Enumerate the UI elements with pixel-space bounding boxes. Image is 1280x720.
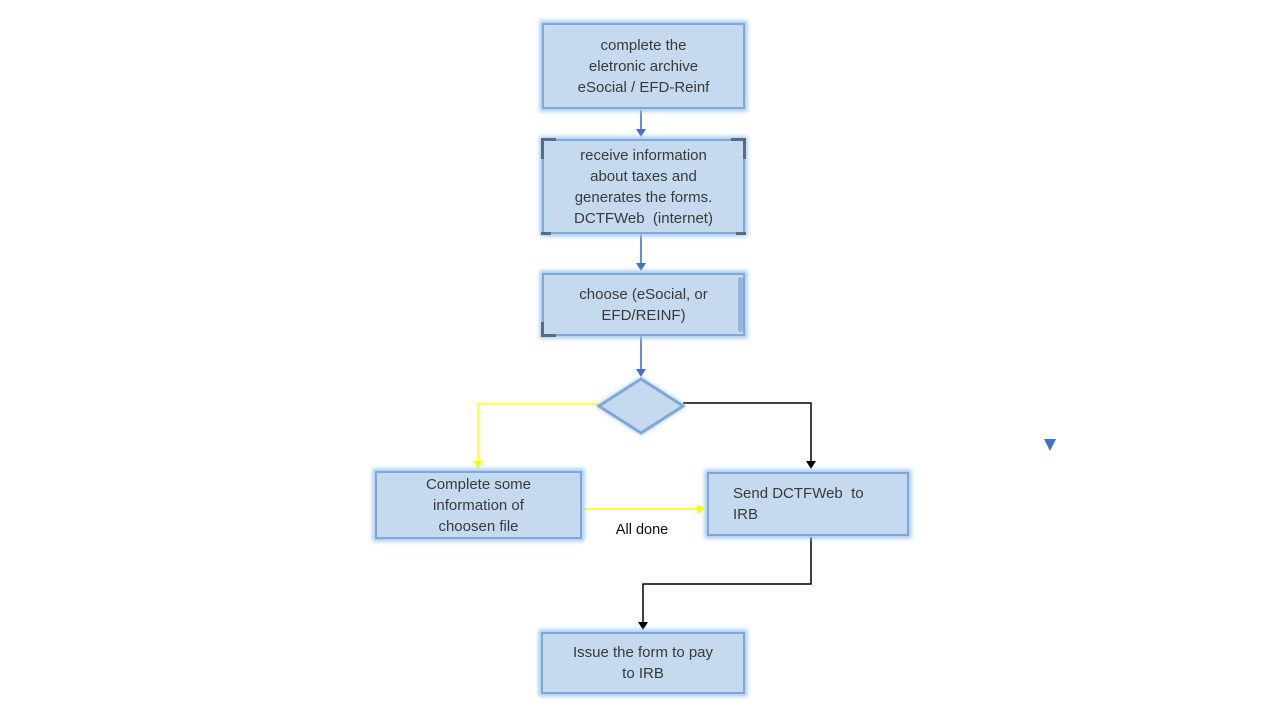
- node-text-line: about taxes and: [590, 167, 697, 185]
- arrowhead-decision-to-send: [806, 461, 816, 469]
- stray-arrowhead-icon: [1044, 439, 1056, 451]
- node-complete-archive: complete the eletronic archive eSocial /…: [542, 23, 745, 109]
- node-receive-info: receive information about taxes and gene…: [541, 138, 746, 235]
- node-complete-file: Complete some information of choosen fil…: [375, 471, 582, 539]
- connector-decision-to-send: [683, 402, 812, 461]
- arrowhead-receive-to-choose: [636, 263, 646, 271]
- decision-diamond-shape: [596, 377, 686, 435]
- node-text-line: choosen file: [438, 517, 519, 535]
- node-text-line: choose (eSocial, or: [579, 285, 708, 303]
- connector-decision-to-complete: [477, 403, 599, 461]
- node-text-line: complete the: [600, 36, 687, 54]
- node-text-line: DCTFWeb (internet): [574, 209, 713, 227]
- node-choose: choose (eSocial, or EFD/REINF): [541, 273, 745, 337]
- connector-send-to-issue: [642, 537, 812, 622]
- node-text-line: receive information: [580, 146, 707, 164]
- arrowhead-send-to-issue: [638, 622, 648, 630]
- node-text-line: to IRB: [622, 665, 664, 682]
- node-text-line: eletronic archive: [588, 57, 699, 75]
- node-issue-form: Issue the form to pay to IRB: [541, 632, 745, 694]
- node-text-line: generates the forms.: [574, 188, 713, 206]
- node-send-dctfweb: Send DCTFWeb to IRB: [707, 472, 909, 536]
- edge-label-all-done: All done: [615, 522, 669, 538]
- node-text-line: Send DCTFWeb to: [733, 485, 864, 502]
- node-text-line: Complete some: [425, 475, 532, 493]
- node-text-line: EFD/REINF): [601, 306, 686, 324]
- node-text-line: Issue the form to pay: [572, 644, 714, 661]
- arrowhead-complete-to-send: [697, 504, 705, 514]
- node-text-line: information of: [433, 496, 524, 514]
- arrowhead-choose-to-decision: [636, 369, 646, 377]
- arrowhead-decision-to-complete: [473, 461, 483, 469]
- node-decision: [596, 377, 686, 435]
- node-text-line: IRB: [733, 506, 759, 523]
- arrowhead-archive-to-receive: [636, 129, 646, 137]
- node-text-line: eSocial / EFD-Reinf: [577, 78, 710, 96]
